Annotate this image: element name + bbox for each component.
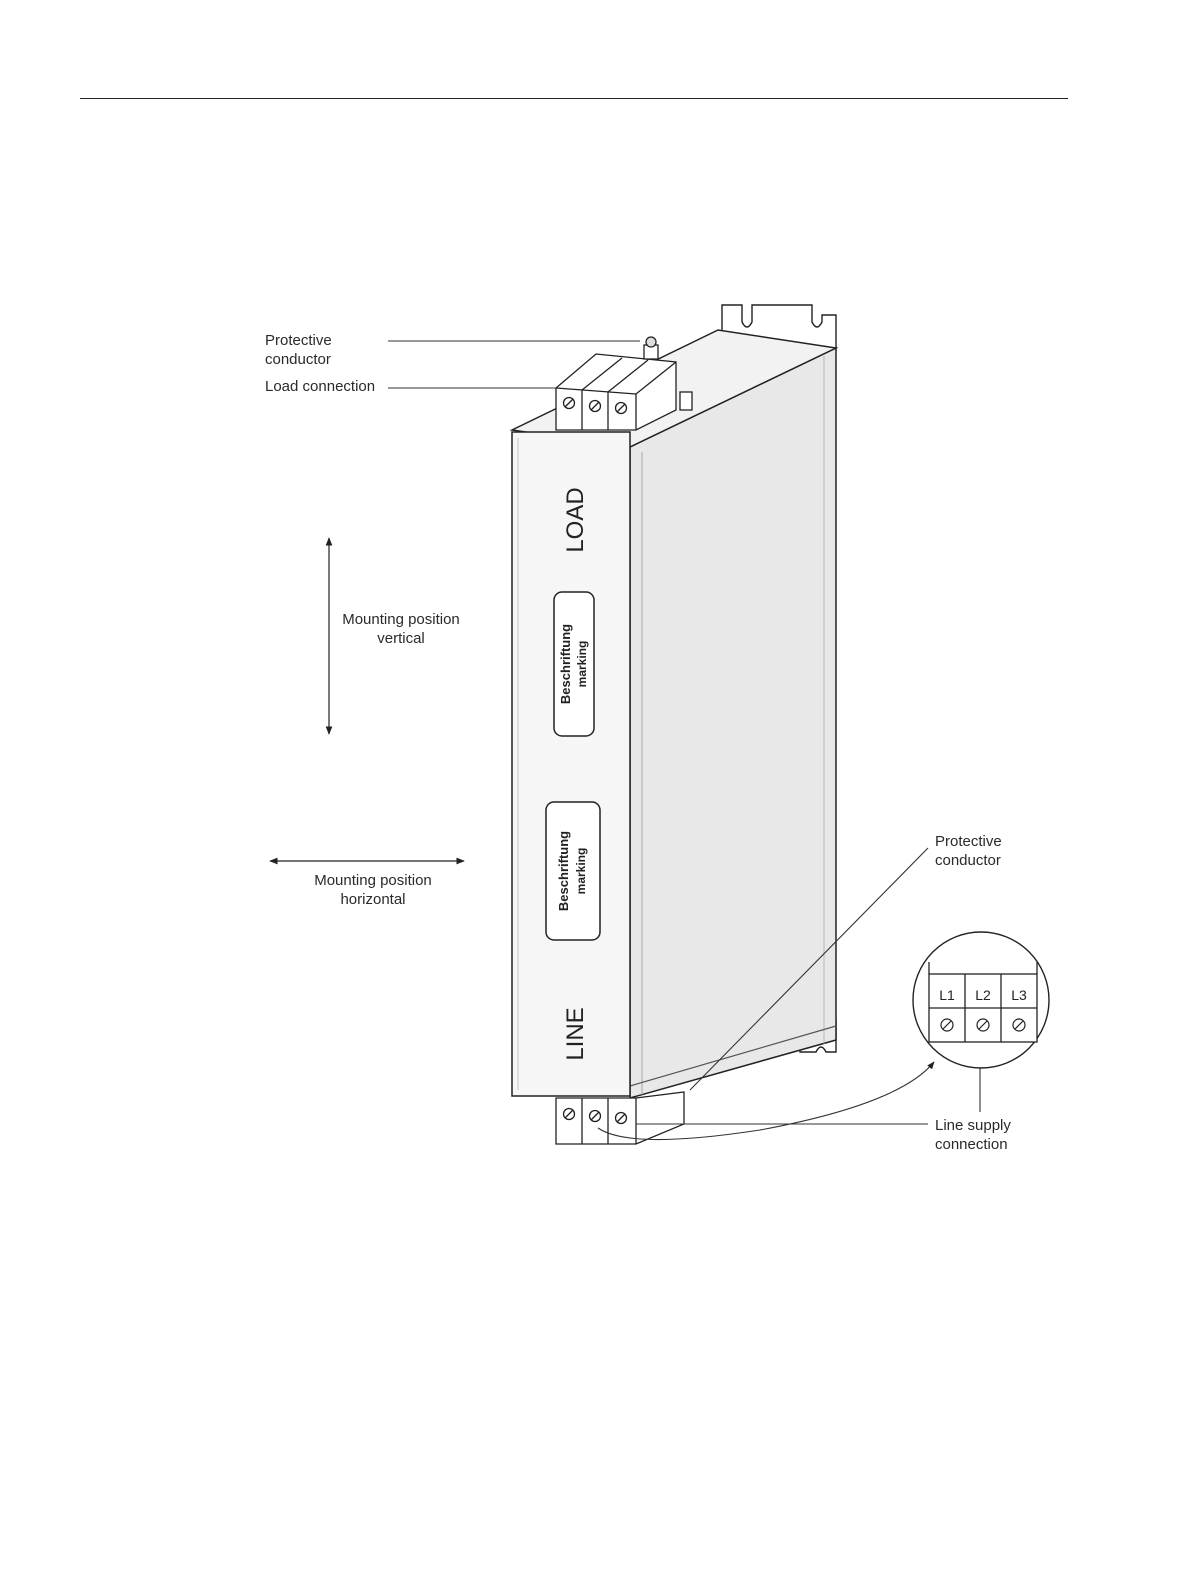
svg-text:Beschriftung: Beschriftung — [556, 831, 571, 911]
marking-plate-lower: Beschriftung marking — [546, 802, 600, 940]
svg-text:marking: marking — [574, 848, 588, 895]
mounting-horizontal-label: Mounting position horizontal — [308, 871, 438, 909]
load-connection-label: Load connection — [265, 377, 375, 396]
protective-conductor-top-label: Protective conductor — [265, 331, 332, 369]
line-supply-label: Line supply connection — [935, 1116, 1011, 1154]
filter-side-face — [630, 348, 836, 1098]
terminal-l3: L3 — [1011, 987, 1027, 1003]
line-label: LINE — [562, 1007, 589, 1060]
terminal-detail: L1 L2 L3 — [913, 932, 1049, 1068]
terminal-l2: L2 — [975, 987, 991, 1003]
terminal-l1: L1 — [939, 987, 955, 1003]
svg-text:Beschriftung: Beschriftung — [558, 624, 573, 704]
protective-conductor-right-label: Protective conductor — [935, 832, 1002, 870]
mounting-vertical-label: Mounting position vertical — [336, 610, 466, 648]
marking-plate-upper: Beschriftung marking — [554, 592, 594, 736]
load-label: LOAD — [562, 487, 589, 552]
svg-text:marking: marking — [575, 641, 589, 688]
